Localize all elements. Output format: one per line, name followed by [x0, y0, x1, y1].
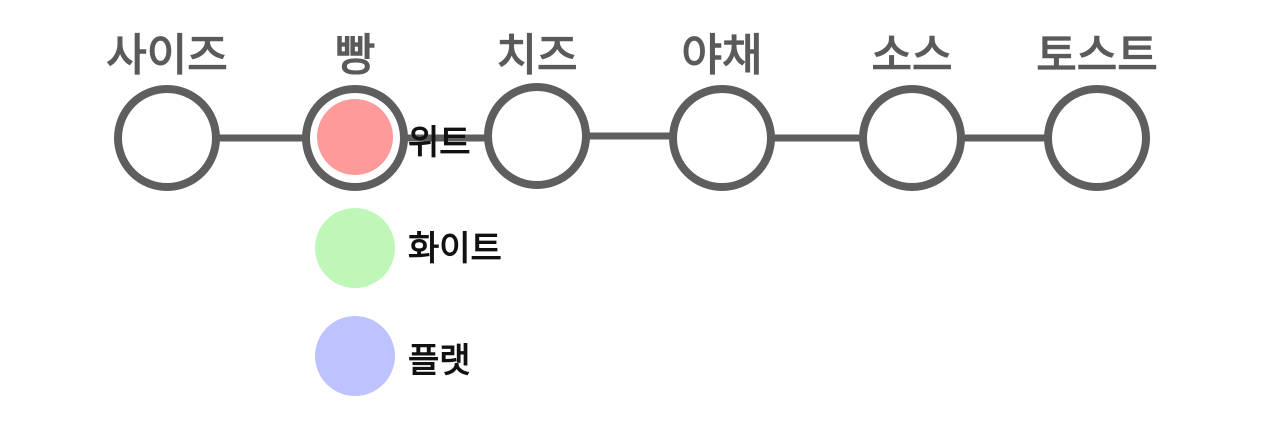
- step-title-toast: 토스트: [1036, 30, 1157, 81]
- bread-option-list: 위트 화이트 플랫: [315, 123, 502, 396]
- step-vegetables[interactable]: 야채: [669, 30, 775, 191]
- step-circle-vegetables[interactable]: [669, 85, 775, 191]
- step-circle-toast[interactable]: [1044, 85, 1150, 191]
- step-bread-selected-fill: [317, 99, 393, 175]
- bread-option-swatch-white[interactable]: [315, 208, 395, 288]
- step-title-bread: 빵: [335, 30, 375, 81]
- step-sauce[interactable]: 소스: [859, 30, 965, 191]
- step-title-sauce: 소스: [872, 30, 953, 81]
- step-circle-sauce[interactable]: [859, 85, 965, 191]
- bread-option-label-wheat: 위트: [408, 123, 471, 163]
- step-title-vegetables: 야채: [682, 30, 763, 81]
- step-circle-size[interactable]: [114, 85, 220, 191]
- bread-option-label-white: 화이트: [408, 229, 502, 269]
- step-cheese[interactable]: 치즈: [484, 30, 590, 189]
- step-title-size: 사이즈: [106, 30, 227, 81]
- step-connectors: [212, 132, 1052, 142]
- step-circle-cheese[interactable]: [484, 83, 590, 189]
- step-title-cheese: 치즈: [497, 30, 578, 81]
- bread-option-wheat[interactable]: 위트: [408, 123, 471, 163]
- step-bread[interactable]: 빵: [302, 30, 408, 191]
- step-size[interactable]: 사이즈: [106, 30, 228, 191]
- bread-option-white[interactable]: 화이트: [315, 208, 502, 288]
- bread-option-flat[interactable]: 플랫: [315, 316, 471, 396]
- bread-option-label-flat: 플랫: [408, 341, 471, 381]
- step-toast[interactable]: 토스트: [1036, 30, 1158, 191]
- bread-option-swatch-flat[interactable]: [315, 316, 395, 396]
